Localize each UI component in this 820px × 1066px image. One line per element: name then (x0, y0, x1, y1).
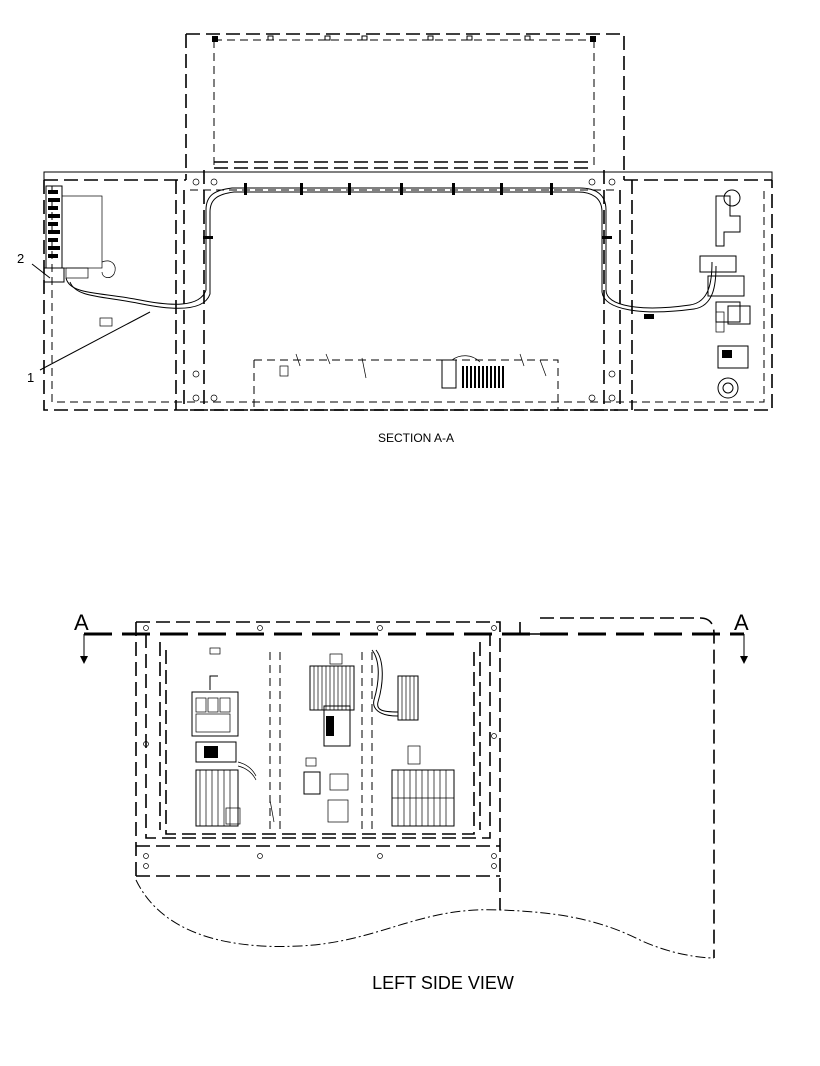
right-side-devices (699, 189, 751, 399)
left-terminal-strip (43, 185, 116, 327)
cabinet-outline (43, 161, 773, 411)
left-side-view: A A (74, 610, 749, 993)
cut-label-left: A (74, 610, 89, 635)
left-component-stack (191, 647, 275, 827)
callout-2: 2 (17, 251, 24, 266)
section-title: SECTION A-A (378, 431, 454, 445)
section-a-a-view: 1 2 SECTION A-A (17, 33, 773, 445)
callout-1: 1 (27, 370, 34, 385)
lower-panel (253, 353, 559, 410)
leader-lines (31, 263, 151, 371)
cut-label-right: A (734, 610, 749, 635)
housing-outline (135, 617, 715, 959)
mounting-holes-side (143, 625, 497, 869)
section-cut-line (80, 632, 748, 664)
side-view-title: LEFT SIDE VIEW (372, 973, 514, 993)
upper-enclosure-outline (185, 33, 625, 180)
cable-harness (65, 183, 717, 319)
middle-terminal-block (303, 653, 355, 823)
right-terminal-blocks (371, 649, 455, 827)
mounting-holes-section (192, 178, 616, 402)
